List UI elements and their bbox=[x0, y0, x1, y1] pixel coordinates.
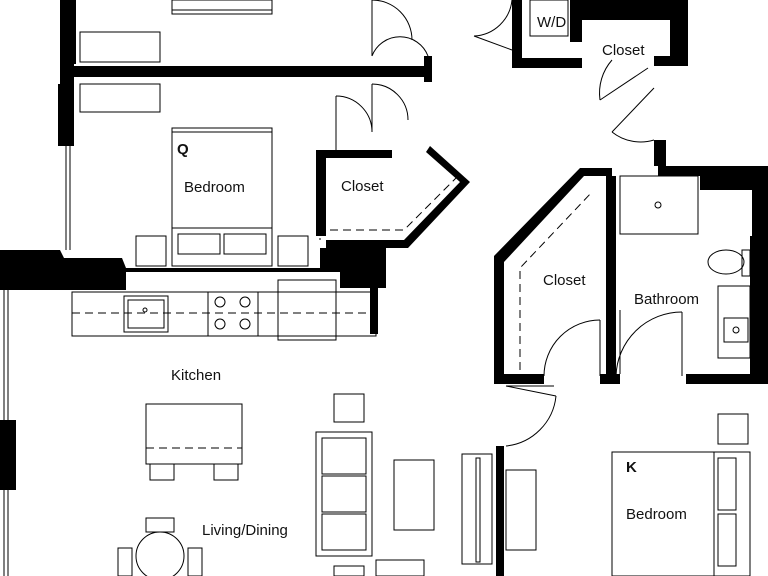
label-kitchen: Kitchen bbox=[171, 367, 221, 384]
label-closet-q: Closet bbox=[341, 178, 384, 195]
label-bedroom-q-code: Q bbox=[177, 141, 189, 158]
label-closet-top: Closet bbox=[602, 42, 645, 59]
label-bedroom-k: Bedroom bbox=[626, 506, 687, 523]
bedroom-k-furniture bbox=[505, 413, 751, 576]
label-laundry: W/D bbox=[537, 14, 566, 31]
label-bathroom: Bathroom bbox=[634, 291, 699, 308]
bedroom-q-furniture bbox=[79, 83, 459, 267]
windows bbox=[3, 0, 71, 576]
label-living-dining: Living/Dining bbox=[202, 522, 288, 539]
center-closet-details bbox=[505, 191, 601, 447]
bathroom-fixtures bbox=[615, 175, 751, 377]
living-furniture bbox=[117, 393, 493, 576]
top-bedroom-furniture bbox=[79, 0, 429, 63]
kitchen-fixtures bbox=[71, 279, 377, 481]
label-closet-center: Closet bbox=[543, 272, 586, 289]
room-labels: W/D Closet Q Bedroom Closet Closet Bathr… bbox=[171, 14, 699, 539]
label-bedroom-q: Bedroom bbox=[184, 179, 245, 196]
laundry-closet-details bbox=[473, 0, 655, 143]
label-bedroom-k-code: K bbox=[626, 459, 637, 476]
